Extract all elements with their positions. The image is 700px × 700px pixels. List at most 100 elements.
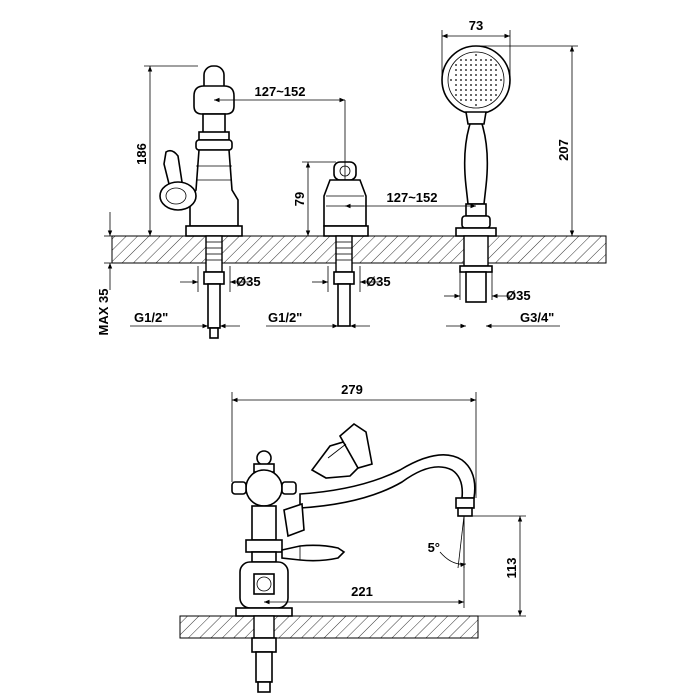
shower-handle — [463, 123, 489, 205]
spray-dot — [460, 74, 462, 76]
spray-dot — [460, 79, 462, 81]
dim-reach: 221 — [351, 584, 373, 599]
spray-dot — [495, 74, 497, 76]
spray-dot — [465, 59, 467, 61]
spray-dot — [485, 64, 487, 66]
thread-2: G1/2" — [268, 310, 302, 325]
spray-dot — [475, 74, 477, 76]
spray-dot — [475, 89, 477, 91]
spray-dot — [470, 89, 472, 91]
spray-dot — [490, 64, 492, 66]
shower-spray-dots — [450, 54, 502, 106]
spray-dot — [470, 74, 472, 76]
spray-dot — [460, 89, 462, 91]
dim-spacing-2: 127~152 — [387, 190, 438, 205]
spray-dot — [480, 64, 482, 66]
dim-hole-2: Ø35 — [366, 274, 391, 289]
spray-dot — [485, 59, 487, 61]
spray-dot — [470, 69, 472, 71]
spray-dot — [485, 89, 487, 91]
spray-dot — [480, 69, 482, 71]
dim-shower-width: 73 — [469, 18, 483, 33]
valve-base — [323, 225, 369, 237]
spray-dot — [455, 64, 457, 66]
spray-dot — [470, 94, 472, 96]
spray-dot — [455, 79, 457, 81]
spray-dot — [475, 99, 477, 101]
dim-max-thickness: MAX 35 — [96, 289, 111, 336]
side-countertop — [179, 615, 479, 639]
dim-height-valve: 79 — [292, 192, 307, 206]
spray-dot — [460, 59, 462, 61]
spray-dot — [490, 74, 492, 76]
spray-dot — [475, 54, 477, 56]
shower-holder — [461, 215, 491, 229]
spray-dot — [475, 104, 477, 106]
spray-dot — [455, 69, 457, 71]
hand-shower — [441, 45, 511, 303]
spray-dot — [490, 59, 492, 61]
spray-dot — [450, 79, 452, 81]
spray-dot — [470, 64, 472, 66]
spray-dot — [480, 79, 482, 81]
spray-dot — [490, 99, 492, 101]
dim-hole-1: Ø35 — [236, 274, 261, 289]
front-view: 186 127~152 79 127~152 73 207 MAX 35 — [96, 18, 607, 339]
spray-dot — [465, 69, 467, 71]
spray-dot — [485, 99, 487, 101]
spray-dot — [490, 79, 492, 81]
spout-outlet — [455, 497, 475, 509]
spray-dot — [480, 89, 482, 91]
shower-base — [455, 227, 497, 237]
spray-dot — [490, 69, 492, 71]
spray-dot — [460, 84, 462, 86]
spray-dot — [470, 59, 472, 61]
dim-total-length: 279 — [341, 382, 363, 397]
spray-dot — [490, 94, 492, 96]
spray-dot — [495, 89, 497, 91]
spray-dot — [485, 94, 487, 96]
dim-spacing-1: 127~152 — [255, 84, 306, 99]
dim-height-main: 186 — [134, 143, 149, 165]
spray-dot — [485, 74, 487, 76]
spray-dot — [460, 64, 462, 66]
spray-dot — [455, 94, 457, 96]
shower-neck — [465, 111, 487, 125]
spray-dot — [470, 79, 472, 81]
spray-dot — [455, 89, 457, 91]
spray-dot — [460, 99, 462, 101]
dim-spout-height: 113 — [504, 558, 519, 579]
spray-dot — [475, 94, 477, 96]
side-view: 279 221 113 5° — [179, 382, 526, 693]
dim-hole-3: Ø35 — [506, 288, 531, 303]
spray-dot — [480, 99, 482, 101]
side-lever — [281, 544, 346, 562]
spray-dot — [480, 94, 482, 96]
spray-dot — [495, 94, 497, 96]
spray-dot — [470, 99, 472, 101]
spray-dot — [480, 74, 482, 76]
spray-dot — [455, 74, 457, 76]
spray-dot — [465, 89, 467, 91]
spray-dot — [475, 64, 477, 66]
side-neck — [251, 505, 277, 541]
shower-head-inner — [447, 51, 505, 109]
spray-dot — [480, 59, 482, 61]
countertop-slab — [111, 235, 607, 264]
spray-dot — [465, 79, 467, 81]
spray-dot — [495, 84, 497, 86]
dim-angle: 5° — [428, 540, 440, 555]
mixer-base — [185, 225, 243, 237]
spray-dot — [460, 69, 462, 71]
thread-3: G3/4" — [520, 310, 554, 325]
spray-dot — [465, 99, 467, 101]
spray-dot — [475, 79, 477, 81]
spray-dot — [475, 84, 477, 86]
spray-dot — [460, 94, 462, 96]
valve-body — [323, 179, 367, 227]
side-upper-body — [245, 469, 283, 507]
side-tailpiece — [253, 615, 275, 639]
spray-dot — [485, 69, 487, 71]
spray-dot — [495, 79, 497, 81]
